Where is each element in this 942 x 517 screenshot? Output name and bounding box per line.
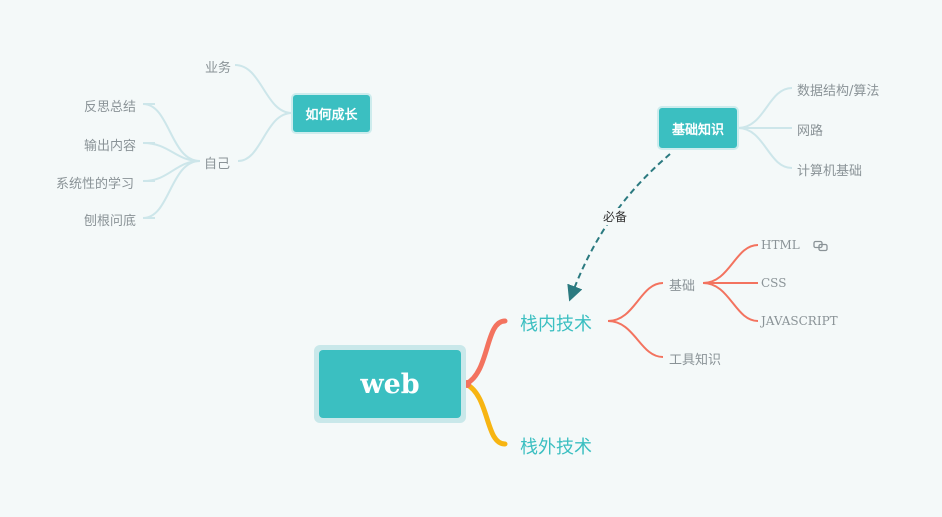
link-self-learn	[142, 160, 201, 182]
link-inner-tools	[607, 320, 664, 358]
node-basics[interactable]: 基础	[669, 279, 696, 294]
node-dig[interactable]: 刨根问底	[84, 214, 137, 229]
node-business[interactable]: 业务	[205, 61, 232, 76]
topic-growth-label: 如何成长	[305, 108, 358, 123]
node-tools[interactable]: 工具知识	[669, 353, 722, 368]
node-computer-basics[interactable]: 计算机基础	[797, 164, 863, 179]
node-self[interactable]: 自己	[204, 157, 231, 172]
link-root-outer	[463, 381, 508, 447]
root-label: web	[319, 350, 461, 418]
growth-links	[142, 64, 293, 219]
node-learn[interactable]: 系统性的学习	[56, 177, 135, 192]
link-fund-ds	[737, 87, 793, 129]
link-fund-cs	[737, 127, 793, 169]
link-basics-html	[702, 244, 759, 284]
node-output[interactable]: 输出内容	[84, 139, 137, 154]
relation-label[interactable]: 必备	[603, 208, 628, 225]
branch-outer-tech[interactable]: 栈外技术	[520, 437, 592, 458]
link-basics-js	[702, 282, 759, 322]
node-data-structures[interactable]: 数据结构/算法	[797, 84, 880, 99]
link-root-inner	[463, 318, 508, 387]
link-inner-basics	[607, 282, 664, 322]
link-icon[interactable]	[813, 240, 829, 252]
fundamentals-links	[737, 87, 793, 169]
node-network[interactable]: 网路	[797, 124, 824, 139]
topic-fundamentals-label: 基础知识	[671, 122, 724, 138]
topic-growth[interactable]: 如何成长	[291, 93, 372, 134]
topic-fundamentals[interactable]: 基础知识	[657, 106, 739, 150]
node-css[interactable]: CSS	[761, 276, 787, 290]
inner-links	[607, 244, 759, 358]
link-growth-self	[237, 112, 293, 162]
root-node[interactable]: web	[314, 345, 466, 423]
branch-inner-tech[interactable]: 栈内技术	[520, 314, 592, 335]
node-reflect[interactable]: 反思总结	[84, 100, 137, 115]
link-self-dig	[142, 160, 201, 219]
link-self-reflect	[142, 103, 201, 162]
node-javascript[interactable]: JAVASCRIPT	[761, 314, 838, 328]
node-html[interactable]: HTML	[761, 238, 800, 252]
link-growth-business	[234, 64, 293, 114]
relation-arrow	[567, 153, 671, 302]
